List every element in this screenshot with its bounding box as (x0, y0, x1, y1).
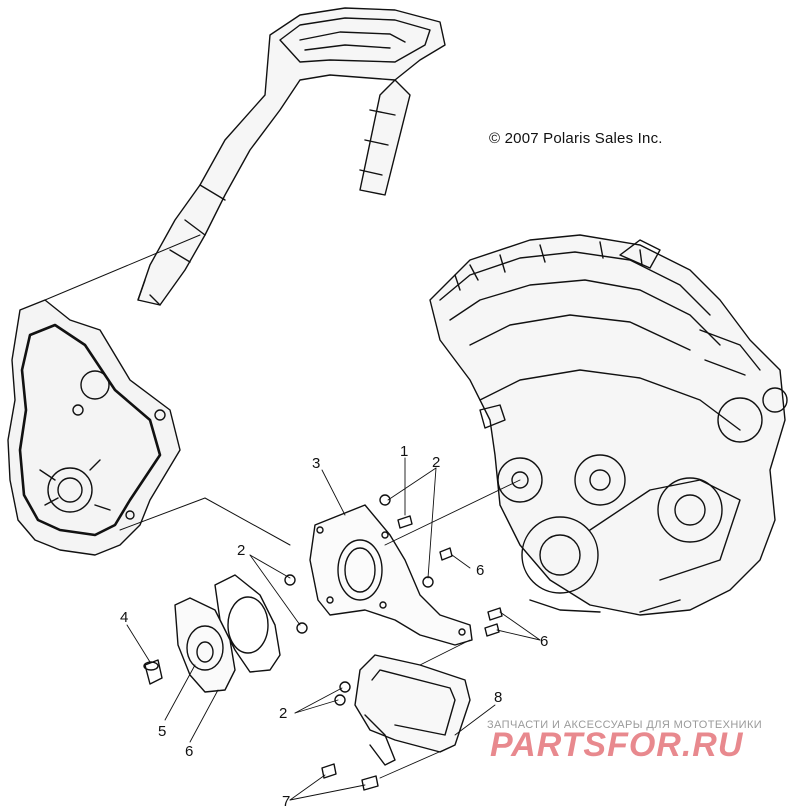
callout-2: 2 (237, 542, 245, 559)
callout-2: 2 (279, 705, 287, 722)
fasteners (284, 494, 503, 791)
engine-mount-bracket (137, 7, 446, 306)
callout-labels: 1 2 3 2 6 6 4 5 6 2 8 7 (120, 443, 548, 810)
callout-4: 4 (120, 609, 128, 626)
watermark-subtitle: ЗАПЧАСТИ И АКСЕССУАРЫ ДЛЯ МОТОТЕХНИКИ (487, 719, 763, 731)
callout-1: 1 (400, 443, 408, 460)
callout-7: 7 (282, 793, 290, 810)
copyright-notice: © 2007 Polaris Sales Inc. (489, 130, 663, 147)
callout-2: 2 (432, 454, 440, 471)
bearing-plate (174, 597, 236, 693)
callout-8: 8 (494, 689, 502, 706)
watermark-brand: PARTSFOR.RU (490, 726, 744, 764)
lower-bracket (354, 654, 471, 766)
callout-6: 6 (185, 743, 193, 760)
side-cover-housing (7, 299, 181, 556)
callout-3: 3 (312, 455, 320, 472)
leader-lines (126, 457, 541, 801)
adapter-plate (309, 504, 473, 646)
spacer (143, 659, 163, 685)
engine-assembly (429, 234, 788, 616)
callout-5: 5 (158, 723, 166, 740)
callout-6: 6 (540, 633, 548, 650)
callout-6: 6 (476, 562, 484, 579)
